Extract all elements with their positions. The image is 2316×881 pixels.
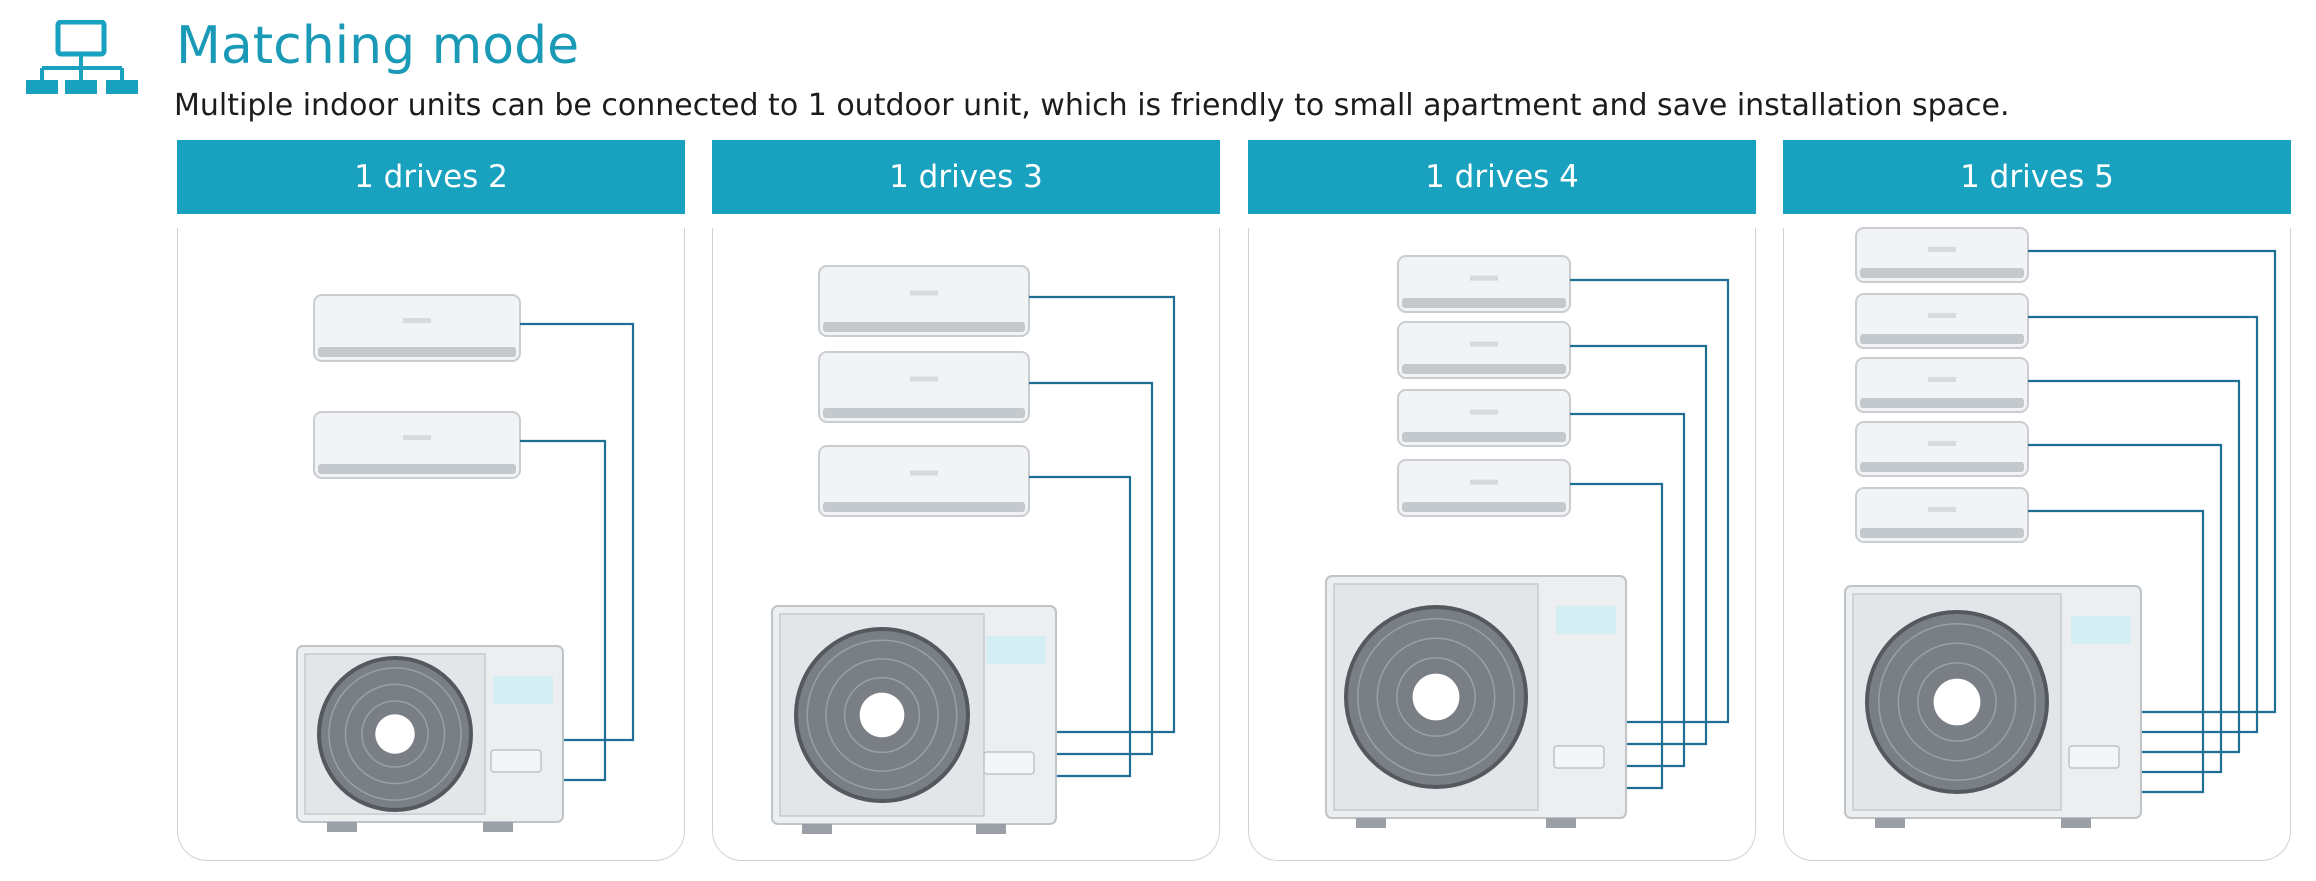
refrigerant-pipe: [1570, 344, 1708, 746]
panel-frame: [712, 228, 1220, 861]
indoor-unit: [1855, 487, 2029, 543]
panel-header: 1 drives 3: [712, 140, 1220, 214]
indoor-unit: [1397, 255, 1571, 313]
refrigerant-pipe: [520, 439, 607, 782]
panel-1-drives-3: 1 drives 3: [712, 140, 1220, 862]
refrigerant-pipe: [520, 322, 635, 742]
panel-frame: [1783, 228, 2291, 861]
indoor-unit: [818, 265, 1030, 337]
panel-header: 1 drives 5: [1783, 140, 2291, 214]
indoor-unit: [1855, 357, 2029, 413]
diagram-1-drives-3: [771, 265, 1176, 834]
refrigerant-pipe: [1029, 381, 1154, 756]
refrigerant-pipe: [2028, 249, 2277, 714]
indoor-unit: [313, 294, 521, 362]
indoor-unit: [1855, 421, 2029, 477]
indoor-unit: [313, 411, 521, 479]
indoor-unit: [818, 351, 1030, 423]
refrigerant-pipe: [2028, 443, 2223, 774]
refrigerant-pipe: [2028, 509, 2205, 794]
outdoor-unit: [1325, 575, 1627, 828]
refrigerant-pipe: [1570, 278, 1730, 724]
refrigerant-pipe: [1029, 295, 1176, 734]
outdoor-unit: [296, 645, 564, 832]
refrigerant-pipe: [1570, 412, 1686, 768]
diagram-1-drives-5: [1844, 227, 2277, 828]
indoor-unit: [1397, 321, 1571, 379]
refrigerant-pipe: [2028, 379, 2241, 754]
indoor-unit: [818, 445, 1030, 517]
panel-header: 1 drives 2: [177, 140, 685, 214]
outdoor-unit: [771, 605, 1057, 834]
panel-1-drives-4: 1 drives 4: [1248, 140, 1756, 862]
outdoor-unit: [1844, 585, 2142, 828]
page-subtitle: Multiple indoor units can be connected t…: [174, 88, 2010, 123]
panel-header: 1 drives 4: [1248, 140, 1756, 214]
panel-frame: [1248, 228, 1756, 861]
network-hierarchy-icon: [26, 20, 138, 94]
indoor-unit: [1855, 227, 2029, 283]
diagram-1-drives-4: [1325, 255, 1730, 828]
panel-1-drives-5: 1 drives 5: [1783, 140, 2291, 862]
indoor-unit: [1397, 459, 1571, 517]
panel-frame: [177, 228, 685, 861]
refrigerant-pipe: [1570, 482, 1664, 790]
refrigerant-pipe: [2028, 315, 2259, 734]
indoor-unit: [1855, 293, 2029, 349]
diagram-1-drives-2: [296, 294, 635, 832]
panel-1-drives-2: 1 drives 2: [177, 140, 685, 862]
refrigerant-pipe: [1029, 475, 1132, 778]
page-title: Matching mode: [176, 16, 580, 76]
indoor-unit: [1397, 389, 1571, 447]
